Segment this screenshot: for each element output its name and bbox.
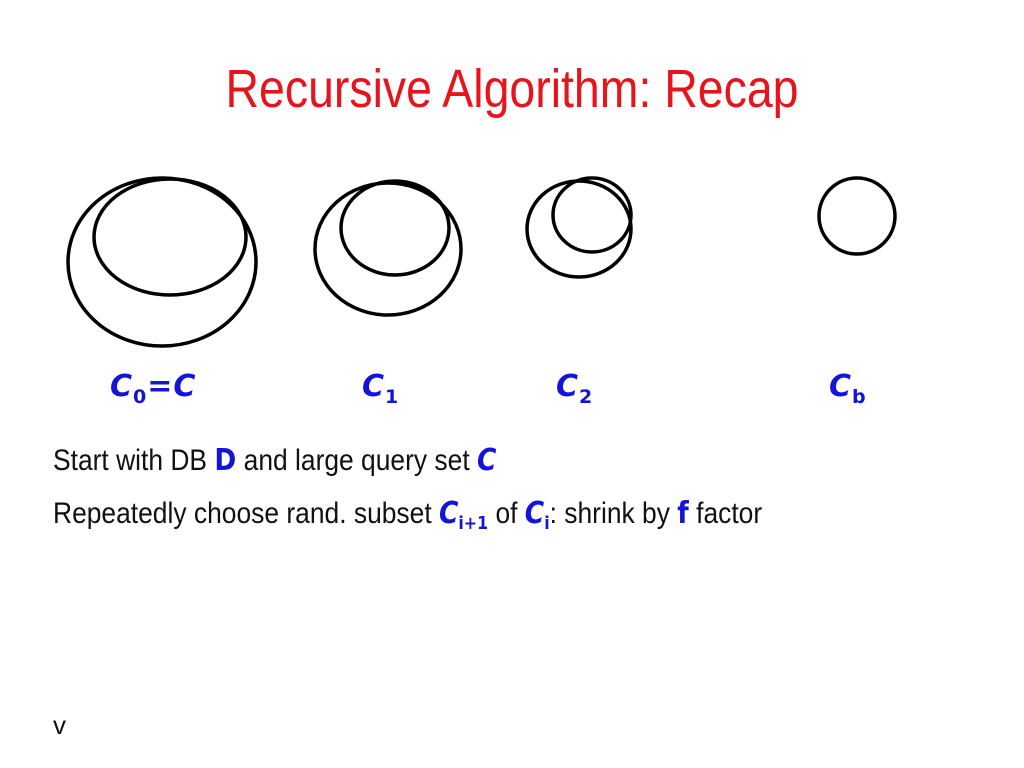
db-symbol: D bbox=[214, 443, 237, 478]
set-label-c0: C0=C bbox=[110, 369, 196, 408]
subset-symbol: Ci+1 bbox=[438, 496, 489, 534]
query-set-symbol: C bbox=[476, 443, 497, 478]
set-c1-inner-circle bbox=[339, 179, 451, 277]
set-label-c2: C2 bbox=[556, 369, 593, 408]
factor-symbol: f bbox=[677, 496, 689, 531]
set-c2-inner-circle bbox=[551, 176, 633, 254]
slide-title: Recursive Algorithm: Recap bbox=[225, 59, 799, 119]
set-c0-inner-circle bbox=[92, 177, 248, 297]
set-label-c1: C1 bbox=[362, 369, 399, 408]
set-c0-outer-circle bbox=[66, 176, 258, 348]
footer-mark: v bbox=[53, 710, 66, 740]
set-cb-circle bbox=[817, 176, 897, 256]
bullet-start: Start with DB D and large query set C bbox=[53, 443, 497, 478]
superset-symbol: Ci bbox=[524, 496, 550, 534]
set-label-cb: Cb bbox=[829, 369, 866, 408]
bullet-repeat: Repeatedly choose rand. subset Ci+1 of C… bbox=[53, 496, 763, 534]
set-c2-outer-circle bbox=[525, 179, 633, 279]
